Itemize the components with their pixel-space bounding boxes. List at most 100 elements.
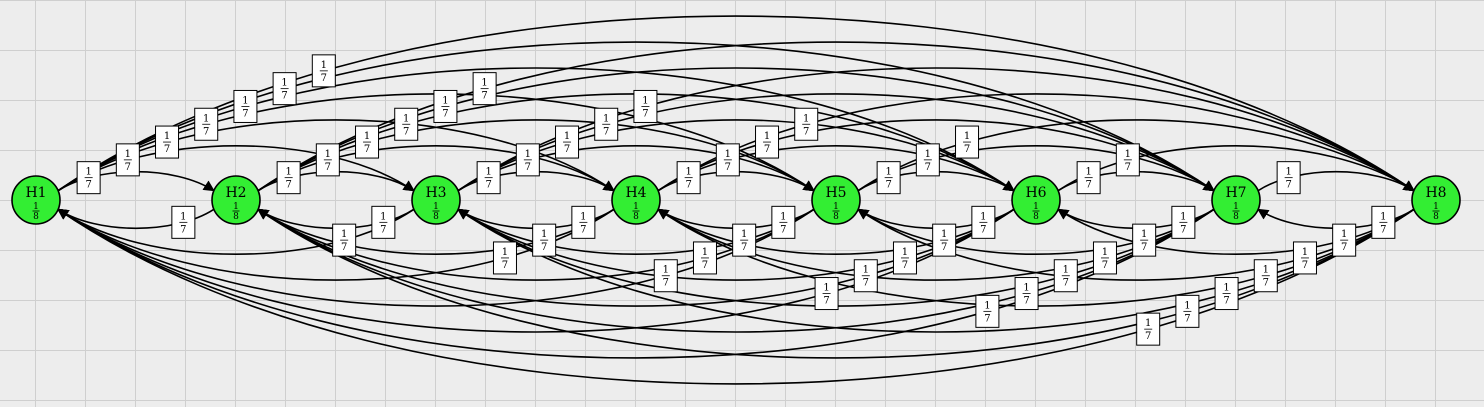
edge-weight-numerator: 1 xyxy=(685,167,691,178)
edge-H2-to-H1 xyxy=(57,208,215,230)
edge-weight-denominator: 7 xyxy=(564,144,570,155)
edge-weight-denominator: 7 xyxy=(941,242,947,253)
node-circle xyxy=(1011,175,1061,225)
edge-H1-to-H8 xyxy=(57,15,1415,192)
edge-weight-numerator: 1 xyxy=(902,247,908,258)
edge-label-H1-to-H7: 17 xyxy=(272,72,297,106)
edge-label-H1-to-H2: 17 xyxy=(76,161,101,195)
edge-weight-denominator: 7 xyxy=(823,296,829,307)
node-value-denominator: 8 xyxy=(1433,212,1439,222)
edge-label-H3-to-H1: 17 xyxy=(332,223,357,257)
edge-label-H5-to-H7: 17 xyxy=(915,143,940,177)
edge-label-H1-to-H3: 17 xyxy=(115,143,140,177)
edge-weight-denominator: 7 xyxy=(1085,180,1091,191)
edge-label-H1-to-H5: 17 xyxy=(194,107,219,141)
edge-weight-denominator: 7 xyxy=(1145,331,1151,342)
edge-weight-numerator: 1 xyxy=(485,167,491,178)
edge-weight-denominator: 7 xyxy=(364,144,370,155)
edge-weight-denominator: 7 xyxy=(502,260,508,271)
node-name: H3 xyxy=(425,185,446,201)
edge-label-H6-to-H3: 17 xyxy=(892,241,917,275)
edge-label-H2-to-H3: 17 xyxy=(276,161,301,195)
edge-H6-to-H2 xyxy=(257,208,1015,307)
edge-label-H6-to-H8: 17 xyxy=(1115,143,1140,177)
edge-weight-numerator: 1 xyxy=(1184,300,1190,311)
edge-weight-numerator: 1 xyxy=(725,149,731,160)
edge-weight-numerator: 1 xyxy=(564,131,570,142)
edge-weight-denominator: 7 xyxy=(85,180,91,191)
edge-weight-denominator: 7 xyxy=(541,242,547,253)
node-value-numerator: 1 xyxy=(833,202,839,212)
edge-weight-numerator: 1 xyxy=(780,211,786,222)
node-value-denominator: 8 xyxy=(1033,212,1039,222)
edge-weight-numerator: 1 xyxy=(325,149,331,160)
node-value-denominator: 8 xyxy=(633,212,639,222)
edges-layer xyxy=(57,15,1415,385)
edge-label-H7-to-H6: 17 xyxy=(1171,205,1196,239)
edge-label-H3-to-H8: 17 xyxy=(633,89,658,123)
node-circle xyxy=(1411,175,1461,225)
edge-weight-numerator: 1 xyxy=(380,211,386,222)
edge-weight-denominator: 7 xyxy=(341,242,347,253)
edge-weight-denominator: 7 xyxy=(125,162,131,173)
edge-weight-denominator: 7 xyxy=(285,180,291,191)
node-name: H4 xyxy=(625,185,646,201)
edge-weight-numerator: 1 xyxy=(1145,318,1151,329)
edge-weight-denominator: 7 xyxy=(663,278,669,289)
edge-label-H5-to-H8: 17 xyxy=(955,125,980,159)
edge-weight-denominator: 7 xyxy=(725,162,731,173)
node-name: H2 xyxy=(225,185,246,201)
edge-weight-numerator: 1 xyxy=(281,78,287,89)
edge-labels-layer: 1717171717171717171717171717171717171717… xyxy=(76,54,1396,346)
node-circle xyxy=(411,175,461,225)
edge-weight-denominator: 7 xyxy=(741,242,747,253)
edge-weight-denominator: 7 xyxy=(1023,296,1029,307)
edge-H5-to-H1 xyxy=(57,208,815,307)
edge-weight-numerator: 1 xyxy=(580,211,586,222)
edge-label-H7-to-H8: 17 xyxy=(1276,161,1301,195)
edge-weight-denominator: 7 xyxy=(863,278,869,289)
edge-label-H6-to-H4: 17 xyxy=(932,223,957,257)
node-value-numerator: 1 xyxy=(633,202,639,212)
edge-label-H8-to-H6: 17 xyxy=(1332,223,1357,257)
edge-weight-denominator: 7 xyxy=(1180,224,1186,235)
edge-label-H3-to-H2: 17 xyxy=(371,205,396,239)
edge-weight-denominator: 7 xyxy=(980,224,986,235)
edge-label-H8-to-H5: 17 xyxy=(1292,241,1317,275)
node-value-denominator: 8 xyxy=(233,212,239,222)
edge-weight-numerator: 1 xyxy=(1380,211,1386,222)
edge-weight-numerator: 1 xyxy=(125,149,131,160)
node-value-numerator: 1 xyxy=(33,202,39,212)
edge-weight-denominator: 7 xyxy=(902,260,908,271)
edge-label-H8-to-H1: 17 xyxy=(1136,312,1161,346)
edge-label-H3-to-H7: 17 xyxy=(594,107,619,141)
node-value-numerator: 1 xyxy=(1233,202,1239,212)
edge-weight-denominator: 7 xyxy=(1141,242,1147,253)
node-value-denominator: 8 xyxy=(833,212,839,222)
node-circle xyxy=(611,175,661,225)
edge-label-H4-to-H2: 17 xyxy=(532,223,557,257)
edge-weight-numerator: 1 xyxy=(1302,247,1308,258)
edge-weight-denominator: 7 xyxy=(380,224,386,235)
edge-weight-denominator: 7 xyxy=(1380,224,1386,235)
edge-label-H3-to-H5: 17 xyxy=(515,143,540,177)
node-circle xyxy=(211,175,261,225)
node-value-numerator: 1 xyxy=(433,202,439,212)
edge-weight-denominator: 7 xyxy=(1263,278,1269,289)
edge-weight-denominator: 7 xyxy=(964,144,970,155)
edge-label-H4-to-H6: 17 xyxy=(715,143,740,177)
edge-weight-denominator: 7 xyxy=(1102,260,1108,271)
edge-label-H6-to-H1: 17 xyxy=(814,277,839,311)
node-value-denominator: 8 xyxy=(1233,212,1239,222)
edge-label-H3-to-H6: 17 xyxy=(555,125,580,159)
edge-weight-denominator: 7 xyxy=(485,180,491,191)
edge-label-H6-to-H7: 17 xyxy=(1076,161,1101,195)
edge-label-H1-to-H8: 17 xyxy=(311,54,336,88)
edge-H7-to-H8 xyxy=(1257,170,1415,192)
edge-weight-denominator: 7 xyxy=(580,224,586,235)
